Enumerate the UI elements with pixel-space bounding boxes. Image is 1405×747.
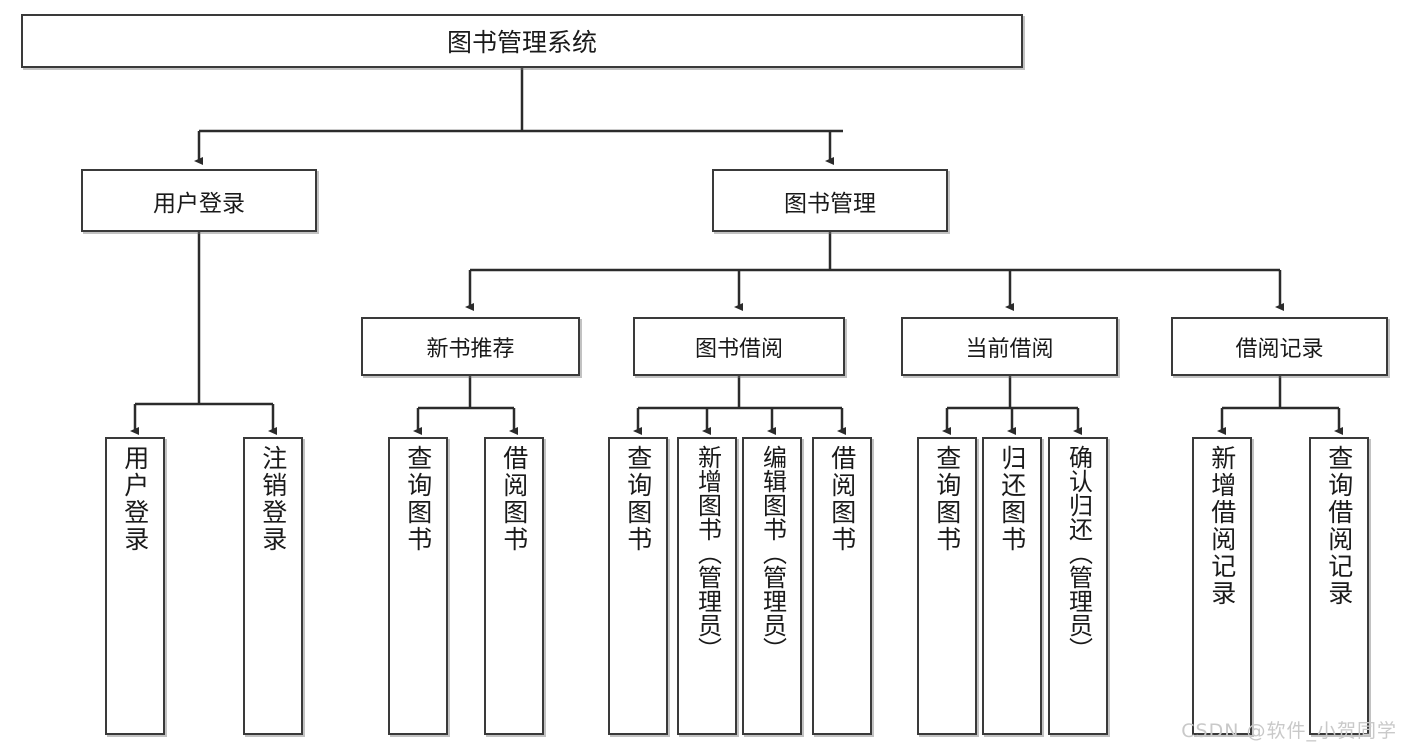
node-book-management[interactable]: 图书管理	[712, 169, 948, 232]
node-user-login[interactable]: 用户登录	[81, 169, 317, 232]
leaf-label: 查询借阅记录	[1324, 445, 1354, 607]
leaf-new-book-query-book[interactable]: 查询图书	[388, 437, 448, 735]
leaf-book-borrow-query-book[interactable]: 查询图书	[608, 437, 668, 735]
node-root[interactable]: 图书管理系统	[21, 14, 1023, 68]
node-book-borrow-label: 图书借阅	[694, 336, 783, 362]
leaf-label: 归还图书	[997, 445, 1027, 553]
leaf-label: 确认归还（管理员）	[1064, 445, 1093, 661]
node-user-login-label: 用户登录	[153, 190, 245, 217]
leaf-label: 用户登录	[120, 445, 150, 553]
leaf-current-borrow-return-book[interactable]: 归还图书	[982, 437, 1042, 735]
leaf-label: 查询图书	[932, 445, 962, 553]
node-current-borrow[interactable]: 当前借阅	[901, 317, 1118, 376]
leaf-borrow-record-query-record[interactable]: 查询借阅记录	[1309, 437, 1369, 735]
node-book-management-label: 图书管理	[784, 190, 876, 217]
leaf-label: 查询图书	[623, 445, 653, 553]
leaf-label: 注销登录	[258, 445, 288, 553]
leaf-user-login-login[interactable]: 用户登录	[105, 437, 165, 735]
node-borrow-record-label: 借阅记录	[1235, 336, 1324, 362]
leaf-label: 查询图书	[403, 445, 433, 553]
node-book-borrow[interactable]: 图书借阅	[633, 317, 845, 376]
leaf-new-book-borrow-book[interactable]: 借阅图书	[484, 437, 544, 735]
node-root-label: 图书管理系统	[446, 28, 597, 57]
leaf-book-borrow-borrow-book[interactable]: 借阅图书	[812, 437, 872, 735]
leaf-book-borrow-edit-book-admin[interactable]: 编辑图书（管理员）	[742, 437, 802, 735]
leaf-book-borrow-add-book-admin[interactable]: 新增图书（管理员）	[677, 437, 737, 735]
leaf-current-borrow-confirm-return-admin[interactable]: 确认归还（管理员）	[1048, 437, 1108, 735]
leaf-label: 借阅图书	[827, 445, 857, 553]
leaf-current-borrow-query-book[interactable]: 查询图书	[917, 437, 977, 735]
node-new-book-recommend[interactable]: 新书推荐	[361, 317, 580, 376]
leaf-label: 新增借阅记录	[1207, 445, 1237, 607]
node-borrow-record[interactable]: 借阅记录	[1171, 317, 1388, 376]
leaf-user-login-logout[interactable]: 注销登录	[243, 437, 303, 735]
node-new-book-recommend-label: 新书推荐	[426, 336, 515, 362]
leaf-label: 新增图书（管理员）	[693, 445, 722, 661]
leaf-label: 借阅图书	[499, 445, 529, 553]
node-current-borrow-label: 当前借阅	[965, 336, 1054, 362]
leaf-label: 编辑图书（管理员）	[758, 445, 787, 661]
watermark: CSDN @软件_小贺同学	[1181, 720, 1397, 742]
leaf-borrow-record-add-record[interactable]: 新增借阅记录	[1192, 437, 1252, 735]
